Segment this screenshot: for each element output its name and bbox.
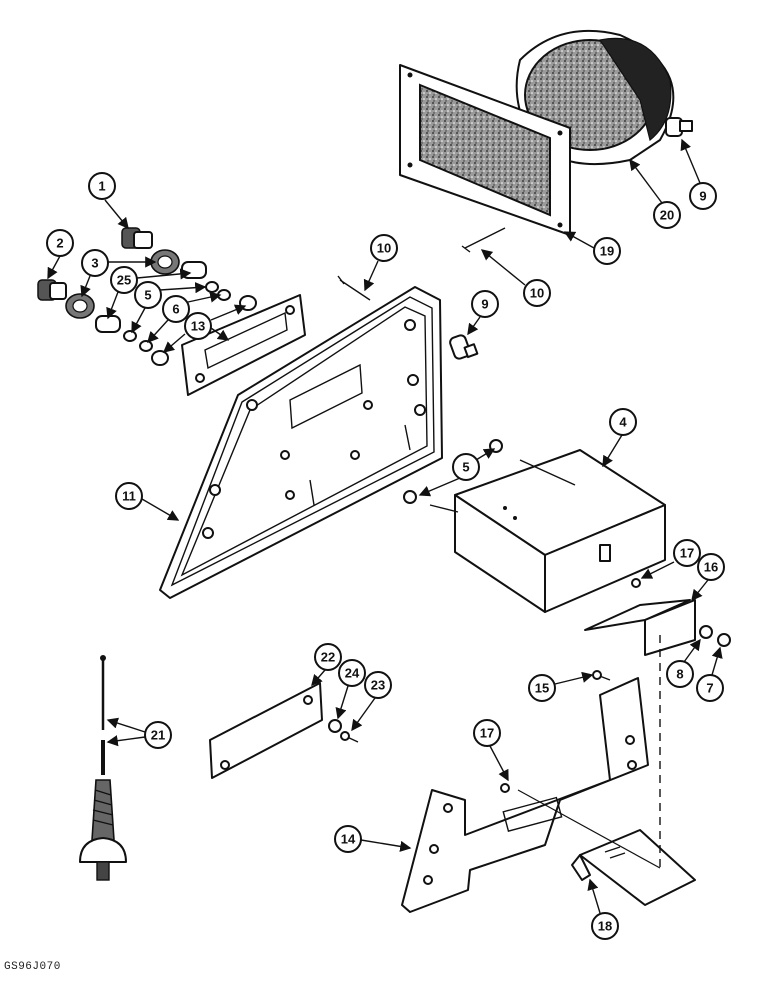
callout-10-upper: 10	[370, 234, 398, 262]
callout-label: 10	[530, 286, 544, 301]
callout-label: 13	[191, 319, 205, 334]
callout-14: 14	[334, 825, 362, 853]
callout-label: 17	[480, 726, 494, 741]
callout-4: 4	[609, 408, 637, 436]
callout-label: 1	[98, 179, 105, 194]
callout-label: 25	[117, 273, 131, 288]
callout-label: 23	[371, 678, 385, 693]
callout-label: 5	[462, 460, 469, 475]
callout-10-lower: 10	[523, 279, 551, 307]
callout-11: 11	[115, 482, 143, 510]
speaker-screw	[665, 117, 693, 137]
callout-label: 9	[481, 297, 488, 312]
callout-label: 9	[699, 189, 706, 204]
radio-unit	[403, 439, 666, 613]
callout-label: 8	[676, 667, 683, 682]
callout-8: 8	[666, 660, 694, 688]
callout-label: 16	[704, 560, 718, 575]
callout-6: 6	[162, 295, 190, 323]
callout-3: 3	[81, 249, 109, 277]
console-panel	[159, 286, 443, 599]
callout-label: 2	[56, 236, 63, 251]
callout-label: 22	[321, 650, 335, 665]
callout-19: 19	[593, 237, 621, 265]
callout-label: 5	[144, 288, 151, 303]
callout-label: 21	[151, 728, 165, 743]
radio-bracket	[584, 578, 731, 656]
callout-20: 20	[653, 201, 681, 229]
callout-5-left: 5	[134, 281, 162, 309]
callout-label: 17	[680, 546, 694, 561]
callout-label: 4	[619, 415, 627, 430]
callout-16: 16	[697, 553, 725, 581]
callout-23: 23	[364, 671, 392, 699]
callout-21: 21	[144, 721, 172, 749]
callout-label: 11	[122, 489, 136, 504]
mounting-plate	[401, 677, 649, 913]
callout-label: 14	[341, 832, 356, 847]
callout-7: 7	[696, 674, 724, 702]
callout-2: 2	[46, 229, 74, 257]
callout-label: 20	[660, 208, 674, 223]
bezel-plate	[181, 294, 306, 396]
callout-22: 22	[314, 643, 342, 671]
callout-label: 24	[345, 666, 360, 681]
mounting-stud	[449, 334, 479, 360]
callout-label: 7	[706, 681, 713, 696]
callout-label: 19	[600, 244, 614, 259]
callout-17-lower: 17	[473, 719, 501, 747]
callout-15: 15	[528, 674, 556, 702]
callout-18: 18	[591, 912, 619, 940]
callout-9-middle: 9	[471, 290, 499, 318]
callout-label: 3	[91, 256, 98, 271]
callout-9-upper: 9	[689, 182, 717, 210]
callout-label: 15	[535, 681, 549, 696]
callout-label: 18	[598, 919, 612, 934]
callout-1: 1	[88, 172, 116, 200]
callout-label: 6	[172, 302, 179, 317]
callout-25: 25	[110, 266, 138, 294]
figure-reference-code: GS96J070	[4, 961, 61, 973]
callout-5-right: 5	[452, 453, 480, 481]
callout-13: 13	[184, 312, 212, 340]
callout-label: 10	[377, 241, 391, 256]
callout-24: 24	[338, 659, 366, 687]
antenna	[79, 655, 127, 881]
lower-bracket	[571, 829, 696, 906]
cover-plate	[209, 682, 359, 779]
callout-17-upper: 17	[673, 539, 701, 567]
